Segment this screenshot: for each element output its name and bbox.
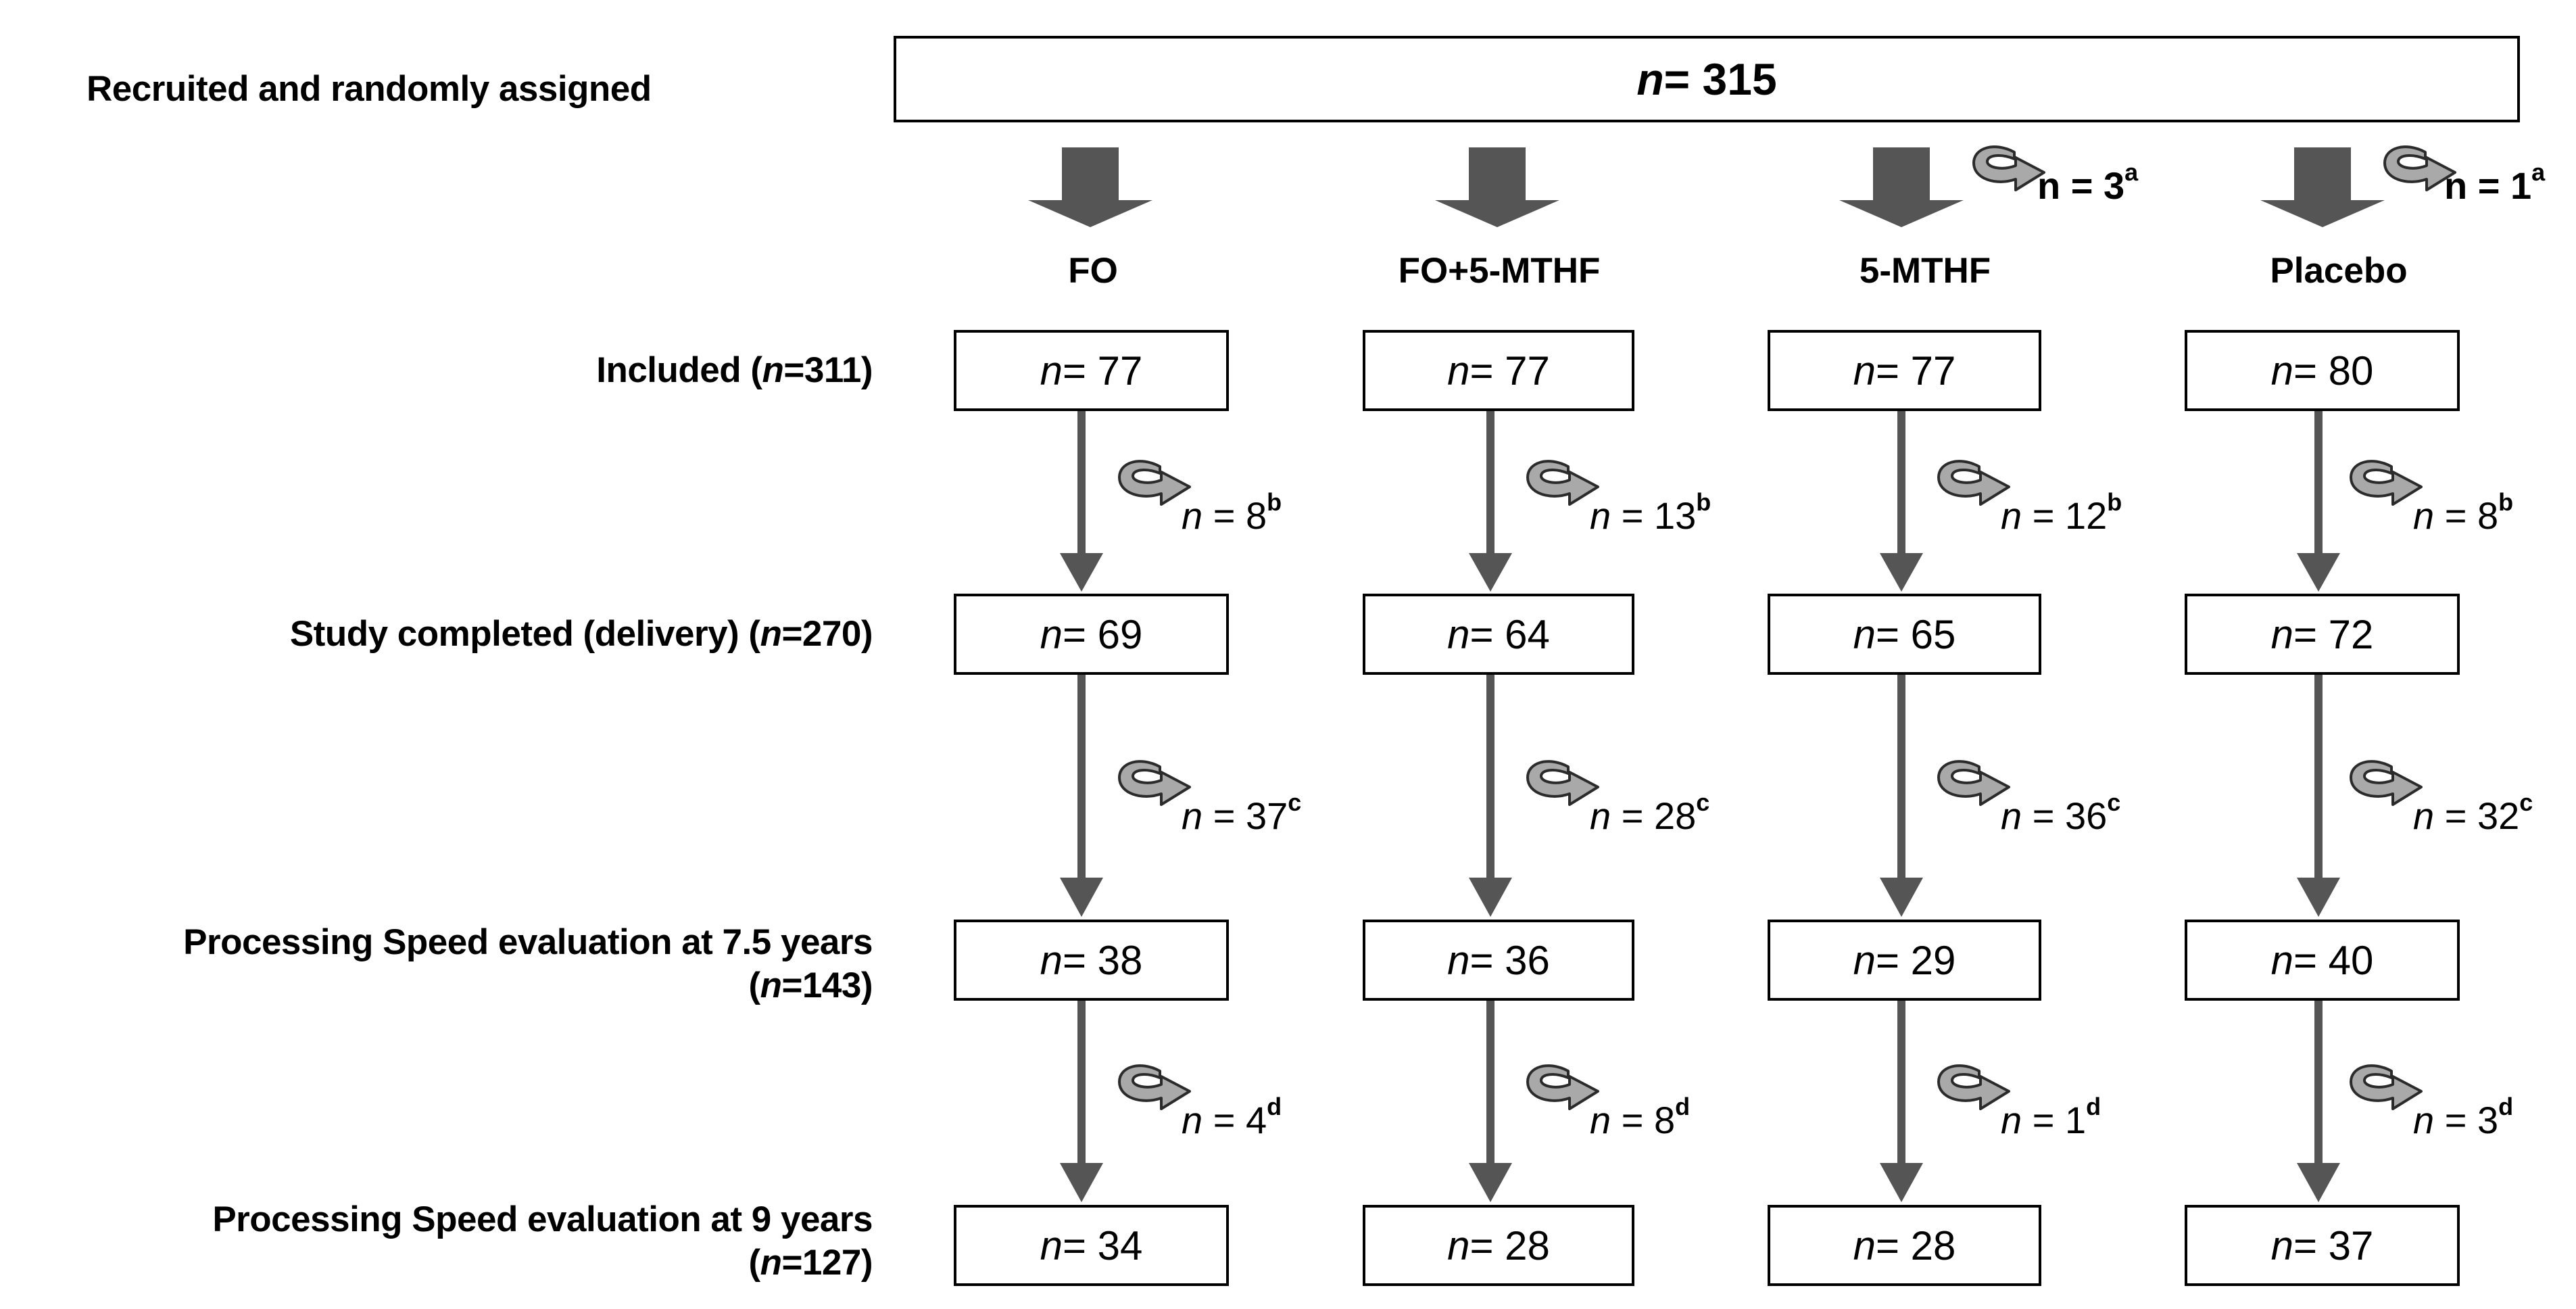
box-5mthf-included: n = 77 (1768, 330, 2041, 411)
box-fo-ps-7-5: n = 38 (954, 920, 1229, 1001)
loss-fo5mthf-c: n = 28c (1590, 788, 1710, 837)
loss-placebo-c: n = 32c (2413, 788, 2533, 837)
block-arrow-fo-5mthf (1435, 147, 1559, 227)
loss-5mthf-c: n = 36c (2001, 788, 2121, 837)
box-placebo-completed: n = 72 (2185, 594, 2460, 675)
group-header-placebo: Placebo (2270, 251, 2408, 291)
group-header-fo: FO (1068, 251, 1118, 291)
box-placebo-included: n = 80 (2185, 330, 2460, 411)
loss-placebo-d: n = 3d (2413, 1093, 2514, 1141)
row-label-ps-7-5-years: Processing Speed evaluation at 7.5 years… (183, 922, 873, 1005)
total-box: n = 315 (894, 36, 2520, 122)
box-5mthf-completed: n = 65 (1768, 594, 2041, 675)
box-5mthf-ps-7-5: n = 29 (1768, 920, 2041, 1001)
loss-5mthf-b: n = 12b (2001, 488, 2122, 537)
loss-fo-c: n = 37c (1182, 788, 1302, 837)
pre-loss-5mthf: n = 3a (2037, 158, 2139, 207)
loss-fo5mthf-d: n = 8d (1590, 1093, 1691, 1141)
box-fo-completed: n = 69 (954, 594, 1229, 675)
box-5mthf-ps-9: n = 28 (1768, 1205, 2041, 1286)
row-label-recruited: Recruited and randomly assigned (87, 69, 652, 109)
curl-5mthf-pre (1972, 145, 2045, 191)
loss-placebo-b: n = 8b (2413, 488, 2514, 537)
block-arrow-placebo (2260, 147, 2385, 227)
box-fo5mthf-ps-9: n = 28 (1363, 1205, 1634, 1286)
row-label-included: Included (n=311) (596, 350, 873, 390)
block-arrow-5mthf (1839, 147, 1964, 227)
group-header-5mthf: 5-MTHF (1859, 251, 1991, 291)
loss-fo-d: n = 4d (1182, 1093, 1282, 1141)
box-fo-included: n = 77 (954, 330, 1229, 411)
pre-loss-placebo: n = 1a (2444, 158, 2546, 207)
box-placebo-ps-7-5: n = 40 (2185, 920, 2460, 1001)
block-arrow-fo (1028, 147, 1152, 227)
loss-5mthf-d: n = 1d (2001, 1093, 2101, 1141)
box-placebo-ps-9: n = 37 (2185, 1205, 2460, 1286)
row-label-ps-9-years: Processing Speed evaluation at 9 years (… (212, 1199, 873, 1283)
box-fo5mthf-ps-7-5: n = 36 (1363, 920, 1634, 1001)
box-fo-ps-9: n = 34 (954, 1205, 1229, 1286)
group-header-fo-5mthf: FO+5-MTHF (1398, 251, 1601, 291)
loss-fo-b: n = 8b (1182, 488, 1282, 537)
loss-fo5mthf-b: n = 13b (1590, 488, 1711, 537)
box-fo5mthf-completed: n = 64 (1363, 594, 1634, 675)
box-fo5mthf-included: n = 77 (1363, 330, 1634, 411)
row-label-study-completed: Study completed (delivery) (n=270) (289, 614, 873, 654)
